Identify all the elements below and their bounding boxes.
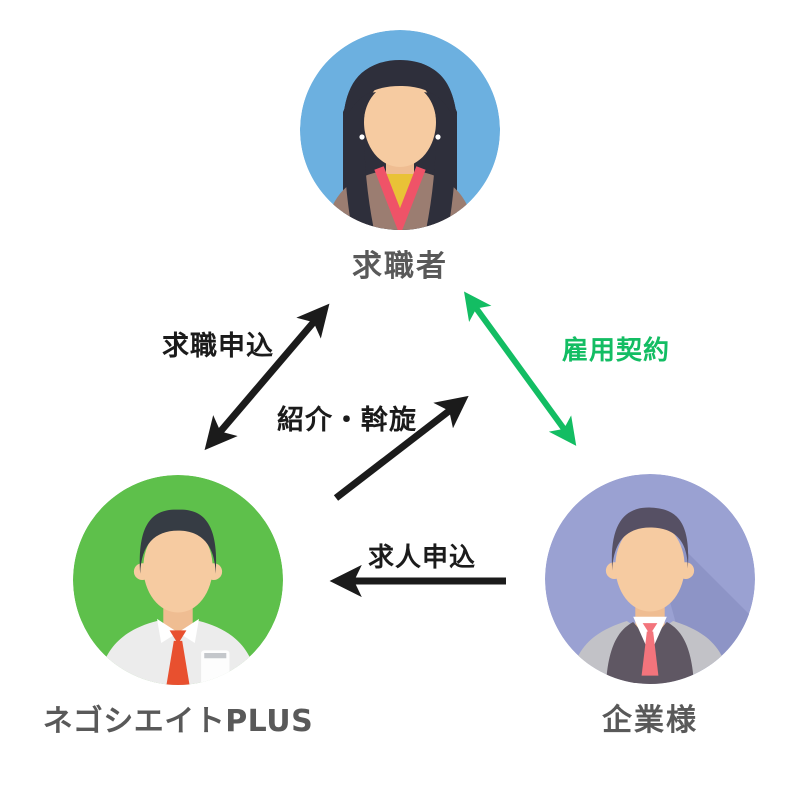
entity-agency: ネゴシエイトPLUS [43, 475, 313, 740]
agency-label: ネゴシエイトPLUS [42, 704, 314, 739]
entity-company: 企業様 [545, 474, 755, 739]
agency-avatar [73, 475, 283, 685]
relation-label-employment-contract: 雇用契約 [562, 336, 671, 366]
relation-label-job-application: 求職申込 [162, 331, 274, 362]
entity-job-seeker: 求職者 [300, 30, 500, 285]
relation-label-referral: 紹介・斡旋 [277, 405, 417, 436]
arrow-employment-contract [464, 291, 577, 446]
company-label: 企業様 [602, 703, 698, 738]
job-seeker-label: 求職者 [352, 249, 448, 284]
job-seeker-avatar [300, 30, 500, 230]
relation-label-job-posting: 求人申込 [368, 543, 477, 573]
company-avatar [545, 474, 755, 684]
